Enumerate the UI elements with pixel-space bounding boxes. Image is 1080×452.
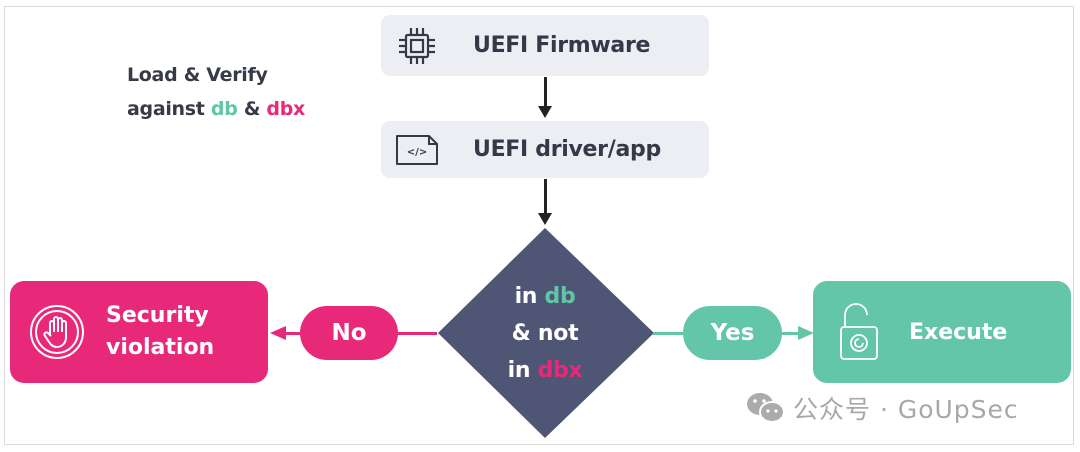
uefi-firmware-label: UEFI Firmware [473,33,651,58]
db-keyword: db [544,284,576,309]
decision-line-3: in dbx [445,352,645,389]
no-label: No [331,320,367,346]
decision-diamond [438,228,654,438]
chip-icon [391,25,443,67]
security-violation-node: Security violation [10,281,268,383]
execute-label: Execute [909,319,1008,345]
uefi-firmware-node: UEFI Firmware [381,15,709,76]
decision-text: in db & not in dbx [445,278,645,389]
watermark: 公众号 · GoUpSec [745,390,1019,426]
arrow-driver-to-decision [544,179,547,215]
arrow-right-icon [798,326,814,340]
db-keyword: db [210,98,238,120]
arrow-head-icon [538,106,552,118]
yes-label-pill: Yes [683,306,782,360]
note-line-1: Load & Verify [127,64,268,86]
violation-line-2: violation [106,335,215,360]
decision-line-1: in db [445,278,645,315]
arrow-left-icon [270,326,286,340]
no-label-pill: No [300,306,398,360]
decision-line-2: & not [511,321,579,346]
code-file-icon: </> [391,132,443,168]
uefi-driver-node: </> UEFI driver/app [381,121,709,178]
unlocked-padlock-icon [835,301,885,363]
note-text: against [127,98,211,120]
wechat-icon [747,393,785,423]
decision-text-part: in [514,284,545,309]
violation-line-1: Security [106,303,209,328]
note-line-2: against db & dbx [127,92,305,126]
yes-label: Yes [710,320,755,346]
decision-text-part: in [507,358,538,383]
arrow-head-icon [538,213,552,225]
watermark-text: 公众号 · GoUpSec [793,395,1019,424]
dbx-keyword: dbx [266,98,305,120]
arrow-firmware-to-driver [544,77,547,108]
load-verify-note: Load & Verify against db & dbx [127,58,305,126]
note-text: & [237,98,267,120]
security-violation-label: Security violation [106,300,214,364]
uefi-driver-label: UEFI driver/app [473,137,661,162]
execute-node: Execute [813,281,1071,383]
dbx-keyword: dbx [537,358,583,383]
svg-text:</>: </> [407,147,427,158]
stop-hand-icon [28,304,86,360]
